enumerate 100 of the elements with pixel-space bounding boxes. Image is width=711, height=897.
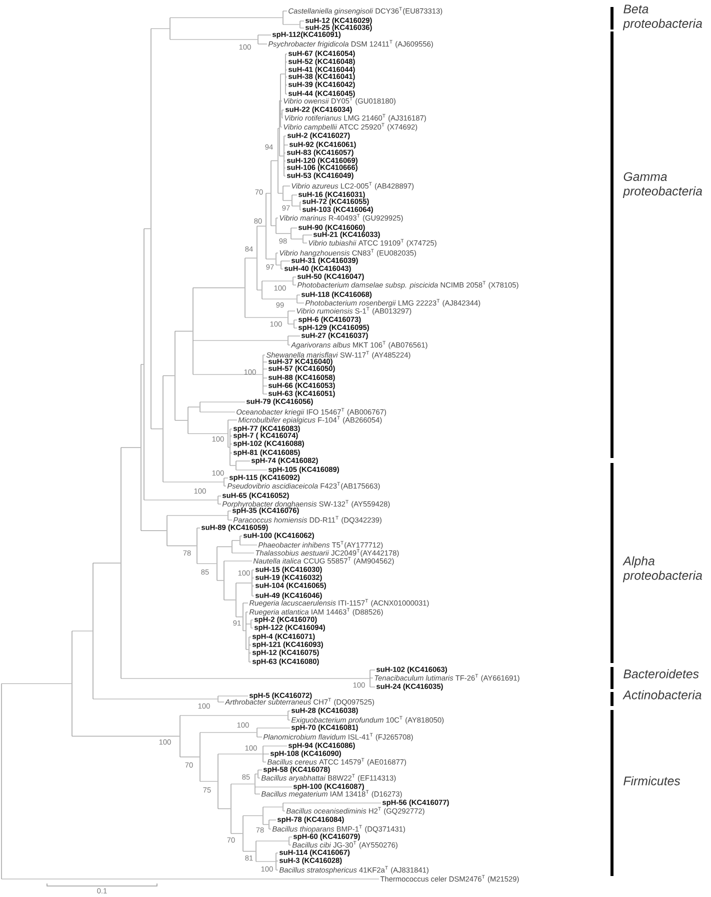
branch xyxy=(228,446,230,448)
clade-label: Actinobacteria xyxy=(622,690,702,700)
branch xyxy=(288,836,292,838)
branch xyxy=(266,258,276,260)
branch xyxy=(280,268,284,270)
branch xyxy=(278,192,283,194)
branch xyxy=(232,540,240,541)
branch xyxy=(296,302,304,304)
branch xyxy=(288,710,290,712)
branch xyxy=(292,284,296,286)
branch xyxy=(288,344,290,346)
branch xyxy=(166,515,228,516)
branch xyxy=(292,276,296,278)
branch xyxy=(240,544,258,546)
branch xyxy=(302,234,312,236)
branch xyxy=(180,756,200,758)
branch xyxy=(276,264,281,266)
branch xyxy=(236,616,243,618)
clade-label: Beta proteobacteria xyxy=(622,4,702,30)
branch xyxy=(140,364,144,365)
branch xyxy=(218,808,231,810)
branch xyxy=(236,460,250,462)
branch xyxy=(228,510,232,512)
branch xyxy=(256,861,276,862)
branch xyxy=(144,228,151,230)
branch xyxy=(246,649,249,650)
branch xyxy=(268,828,272,830)
branch xyxy=(242,850,256,852)
branch xyxy=(150,428,163,430)
branch xyxy=(230,428,232,430)
branch xyxy=(262,368,268,370)
branch xyxy=(270,160,278,162)
branch xyxy=(276,233,291,234)
branch xyxy=(262,280,293,282)
branch xyxy=(276,860,278,862)
branch xyxy=(92,698,218,700)
branch xyxy=(230,833,243,834)
branch xyxy=(140,530,167,531)
branch xyxy=(242,815,263,816)
branch xyxy=(188,433,228,434)
branch xyxy=(196,563,217,564)
branch xyxy=(256,840,289,842)
branch xyxy=(282,810,286,812)
branch xyxy=(292,194,298,196)
branch xyxy=(174,420,188,421)
branch xyxy=(258,34,272,36)
branch xyxy=(288,310,296,312)
clade-label: Gamma proteobacteria xyxy=(622,172,702,198)
branch xyxy=(296,294,300,296)
branch xyxy=(72,736,180,737)
clade-label: Bacteroidetes xyxy=(624,669,699,678)
branch xyxy=(288,844,292,846)
branch xyxy=(282,24,300,25)
branch xyxy=(192,340,288,341)
branch xyxy=(200,781,218,782)
branch xyxy=(192,374,263,375)
branch xyxy=(72,630,93,632)
branch xyxy=(302,242,308,244)
branch xyxy=(170,17,283,18)
branch xyxy=(290,238,303,240)
branch xyxy=(216,546,232,548)
branch xyxy=(200,732,257,733)
clade-label: Firmicutes xyxy=(624,776,680,786)
branch xyxy=(120,447,141,448)
branch xyxy=(276,852,278,854)
branch xyxy=(180,715,288,716)
branch xyxy=(262,298,297,300)
branch xyxy=(162,375,175,376)
branch xyxy=(256,736,262,738)
branch xyxy=(92,562,121,564)
branch xyxy=(276,252,278,254)
branch xyxy=(262,806,283,808)
branch xyxy=(284,144,288,146)
branch xyxy=(282,10,288,12)
branch xyxy=(244,317,288,318)
branch xyxy=(170,39,258,40)
branch xyxy=(1,683,72,684)
branch xyxy=(280,260,290,262)
branch xyxy=(282,802,382,804)
branch xyxy=(188,406,200,408)
clade-label: Alpha proteobacteria xyxy=(622,556,702,582)
branch xyxy=(242,602,248,604)
branch xyxy=(1,878,380,880)
branch xyxy=(262,354,266,356)
branch xyxy=(236,582,252,584)
branch xyxy=(230,465,236,466)
branch xyxy=(216,580,224,581)
branch xyxy=(120,678,370,679)
branch xyxy=(242,630,246,632)
branch xyxy=(254,786,292,788)
branch xyxy=(232,552,254,554)
branch xyxy=(150,28,170,29)
branch xyxy=(370,686,376,688)
branch xyxy=(300,20,304,22)
branch xyxy=(270,225,276,226)
branch xyxy=(174,330,193,332)
branch xyxy=(282,200,292,201)
branch xyxy=(248,636,252,638)
branch xyxy=(262,824,269,825)
branch xyxy=(266,192,271,194)
